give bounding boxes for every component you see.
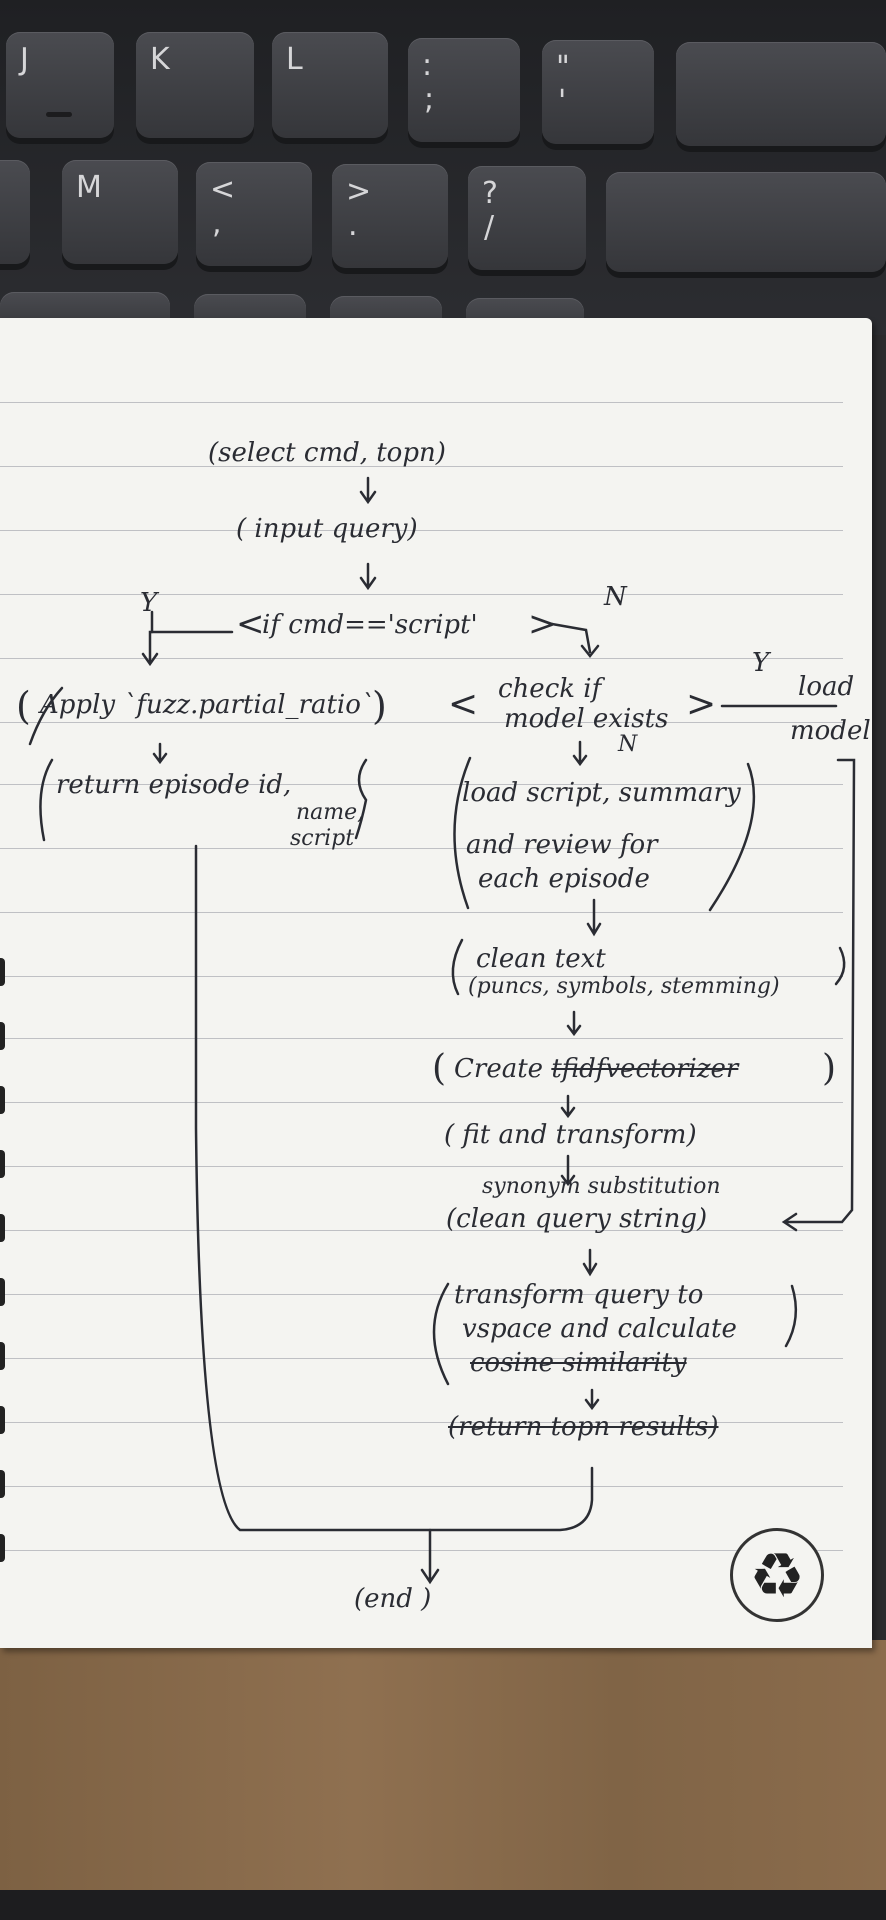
key-m: M <box>62 160 178 264</box>
key-enter <box>676 42 886 146</box>
binder-ring <box>0 1534 5 1562</box>
node-branch: if cmd=='script' <box>262 610 478 640</box>
ruled-line <box>0 1550 843 1551</box>
key-semicolon-top: : <box>422 48 433 83</box>
node-return-left-2: name, <box>296 800 365 825</box>
branch-diamond-left: < <box>236 604 265 644</box>
ruled-line <box>0 1038 843 1039</box>
node-load-model-1: load <box>798 672 855 702</box>
node-clean-2: (puncs, symbols, stemming) <box>468 974 780 999</box>
key-j-nub <box>46 112 72 117</box>
key-quote: " ' <box>542 40 654 144</box>
key-slash: ? / <box>468 166 586 270</box>
create-paren-open: ( <box>432 1048 447 1089</box>
apply-paren-close: ) <box>372 684 387 728</box>
ruled-line <box>0 1166 843 1167</box>
ruled-line <box>0 1358 843 1359</box>
node-end: (end ) <box>354 1584 432 1614</box>
branch-no-label: N <box>604 582 627 612</box>
node-load-model-2: model <box>790 716 871 746</box>
key-left-edge <box>0 160 30 264</box>
check-diamond-left: < <box>448 684 479 725</box>
wood-table <box>0 1640 886 1920</box>
binder-ring <box>0 1470 5 1498</box>
ruled-line <box>0 402 843 403</box>
create-paren-close: ) <box>822 1048 837 1089</box>
key-comma-bottom: , <box>212 206 222 241</box>
recycle-icon: ♻ <box>730 1528 824 1622</box>
key-l: L <box>272 32 388 138</box>
key-j: J <box>6 32 114 138</box>
binder-ring <box>0 1406 5 1434</box>
node-transform-2: vspace and calculate <box>462 1314 737 1344</box>
ruled-line <box>0 784 843 785</box>
binder-ring <box>0 1214 5 1242</box>
node-synonym: synonym substitution <box>482 1174 721 1199</box>
binder-ring <box>0 1150 5 1178</box>
node-clean-1: clean text <box>476 944 606 974</box>
ruled-line <box>0 912 843 913</box>
node-transform-3: cosine similarity <box>470 1348 687 1378</box>
ruled-line <box>0 1102 843 1103</box>
node-input: ( input query) <box>236 514 418 544</box>
key-j-label: J <box>20 42 29 77</box>
key-slash-bottom: / <box>484 210 495 245</box>
key-quote-top: " <box>556 50 570 85</box>
key-comma-top: < <box>210 172 236 207</box>
binder-ring <box>0 1278 5 1306</box>
branch-yes-label: Y <box>140 588 158 618</box>
node-create-label: Create <box>454 1054 552 1084</box>
node-transform-1: transform query to <box>454 1280 704 1310</box>
node-create: Create tfidfvectorizer <box>454 1054 738 1084</box>
apply-paren-open: ( <box>16 684 31 728</box>
binder-ring <box>0 1342 5 1370</box>
node-check-1: check if <box>498 674 602 704</box>
keyboard: J K L : ; " ' M < , > . ? / <box>0 0 886 338</box>
check-no-label: N <box>618 732 638 757</box>
node-create-strike: tfidfvectorizer <box>551 1054 739 1084</box>
key-semicolon-bottom: ; <box>424 82 435 117</box>
key-m-label: M <box>76 170 102 205</box>
key-k: K <box>136 32 254 138</box>
node-apply: Apply `fuzz.partial_ratio` <box>40 690 374 720</box>
node-return-left-3: script <box>290 826 355 851</box>
binder-ring <box>0 1086 5 1114</box>
check-diamond-right: > <box>686 684 717 725</box>
node-return-topn: (return topn results) <box>448 1412 719 1442</box>
ruled-line <box>0 658 843 659</box>
check-yes-label: Y <box>752 648 770 678</box>
key-quote-bottom: ' <box>558 84 567 119</box>
node-load-script-3: each episode <box>478 864 650 894</box>
ruled-line <box>0 848 843 849</box>
key-semicolon: : ; <box>408 38 520 142</box>
key-period-top: > <box>346 174 372 209</box>
key-l-label: L <box>286 42 303 77</box>
ruled-line <box>0 1486 843 1487</box>
node-check-2: model exists <box>504 704 669 734</box>
key-shift <box>606 172 886 272</box>
key-period-bottom: . <box>348 208 358 243</box>
ruled-line <box>0 466 843 467</box>
ruled-line <box>0 1294 843 1295</box>
branch-diamond-right: > <box>528 604 557 644</box>
key-period: > . <box>332 164 448 268</box>
binder-ring <box>0 1022 5 1050</box>
node-fit: ( fit and transform) <box>444 1120 697 1150</box>
binder-ring <box>0 958 5 986</box>
node-select: (select cmd, topn) <box>208 438 446 468</box>
ruled-line <box>0 1230 843 1231</box>
ruled-line <box>0 722 843 723</box>
key-slash-top: ? <box>482 176 498 211</box>
ruled-line <box>0 530 843 531</box>
ruled-line <box>0 594 843 595</box>
node-return-left-1: return episode id, <box>56 770 292 800</box>
key-k-label: K <box>150 42 170 77</box>
node-load-script-2: and review for <box>466 830 658 860</box>
key-comma: < , <box>196 162 312 266</box>
node-load-script-1: load script, summary <box>462 778 741 808</box>
node-clean-query: (clean query string) <box>446 1204 708 1234</box>
